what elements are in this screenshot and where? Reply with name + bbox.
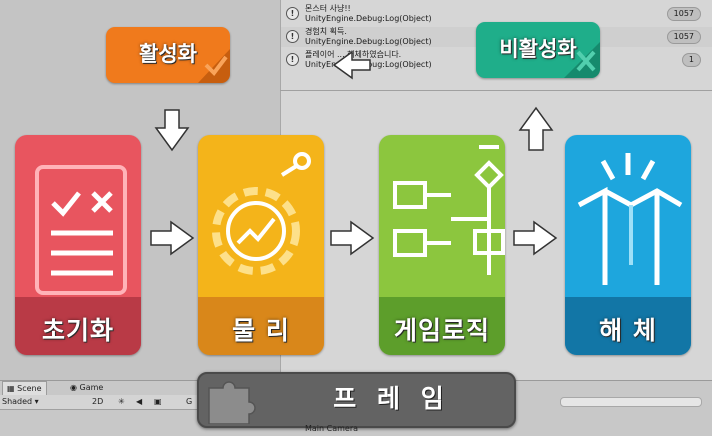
physics-label: 물 리 bbox=[232, 316, 290, 345]
tab-game[interactable]: ◉ Game bbox=[70, 383, 104, 392]
physics-band bbox=[198, 297, 324, 355]
physics-card: 물 리 bbox=[198, 135, 324, 355]
shading-dropdown[interactable]: Shaded ▾ bbox=[2, 397, 39, 406]
log-count-badge: 1057 bbox=[666, 30, 701, 44]
info-icon: ! bbox=[286, 30, 299, 43]
init-label: 초기화 bbox=[41, 316, 114, 345]
log-message: 몬스터 사냥!!UnityEngine.Debug:Log(Object) bbox=[305, 4, 432, 23]
deactivate-tag: 비활성화 bbox=[476, 22, 600, 78]
frame-label: 프 레 임 bbox=[333, 384, 450, 413]
main-camera-label: Main Camera bbox=[305, 424, 359, 433]
frame-badge: 프 레 임 bbox=[197, 372, 516, 428]
gizmos-button[interactable]: G bbox=[186, 397, 193, 406]
gamelogic-label: 게임로직 bbox=[393, 316, 490, 345]
dispose-card: 해 체 bbox=[565, 135, 691, 355]
log-message: 경험치 획득.UnityEngine.Debug:Log(Object) bbox=[305, 27, 432, 46]
gear-icon bbox=[212, 152, 311, 275]
image-icon[interactable]: ▣ bbox=[154, 397, 162, 406]
dispose-label: 해 체 bbox=[599, 316, 657, 345]
gamelogic-card: 게임로직 bbox=[379, 135, 505, 355]
init-band bbox=[15, 297, 141, 355]
arrow-right-icon bbox=[513, 220, 558, 256]
audio-icon[interactable]: ◀ bbox=[136, 397, 143, 406]
checklist-icon bbox=[35, 165, 127, 295]
open-box-icon bbox=[577, 153, 683, 285]
gamelogic-band bbox=[379, 297, 505, 355]
activate-tag: 활성화 bbox=[106, 27, 230, 83]
light-icon[interactable]: ✳ bbox=[118, 397, 125, 406]
info-icon: ! bbox=[286, 7, 299, 20]
console-split-divider[interactable] bbox=[280, 90, 712, 91]
arrow-left-icon bbox=[332, 50, 371, 80]
tab-scene[interactable]: ▦ Scene bbox=[2, 381, 47, 396]
arrow-right-icon bbox=[150, 220, 195, 256]
flowchart-icon bbox=[393, 145, 505, 275]
log-count-badge: 1 bbox=[681, 53, 701, 67]
arrow-up-icon bbox=[518, 106, 554, 151]
deactivate-label: 비활성화 bbox=[499, 37, 577, 61]
init-card: 초기화 bbox=[15, 135, 141, 355]
activate-label: 활성화 bbox=[139, 42, 197, 66]
puzzle-icon bbox=[208, 381, 256, 424]
horizontal-scrollbar[interactable] bbox=[560, 397, 702, 407]
activate-check-icon bbox=[198, 49, 230, 83]
scene-toolbar: Shaded ▾ 2D ✳ ◀ ▣ G bbox=[0, 395, 200, 410]
arrow-right-icon bbox=[330, 220, 375, 256]
console-log-row[interactable]: ! 몬스터 사냥!!UnityEngine.Debug:Log(Object) … bbox=[281, 4, 712, 24]
deactivate-x-icon bbox=[564, 42, 600, 78]
dispose-band bbox=[565, 297, 691, 355]
arrow-down-icon bbox=[154, 109, 190, 152]
info-icon: ! bbox=[286, 53, 299, 66]
editor-tabs: ▦ Scene ◉ Game bbox=[0, 381, 200, 396]
mode-2d-button[interactable]: 2D bbox=[92, 397, 104, 406]
log-count-badge: 1057 bbox=[666, 7, 701, 21]
